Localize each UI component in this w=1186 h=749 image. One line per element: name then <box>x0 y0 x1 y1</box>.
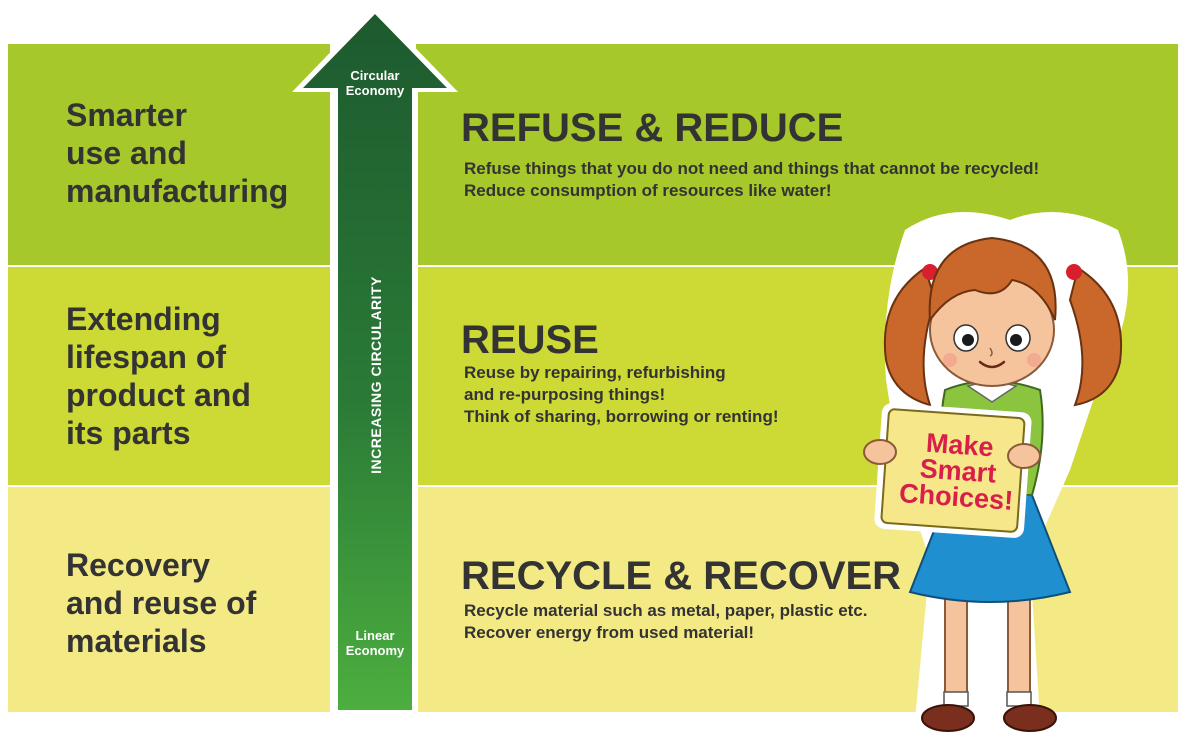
left-label-line: and reuse of <box>66 585 257 621</box>
left-label-line: its parts <box>66 415 191 451</box>
mouth <box>978 360 1006 369</box>
left-leg <box>944 584 968 701</box>
right-pupil <box>1010 334 1022 346</box>
left-label-line: Recovery <box>66 547 211 583</box>
left-shoe <box>921 704 975 732</box>
arrow-bottom-label-line: Linear <box>355 628 395 643</box>
left-label-line: product and <box>66 377 251 413</box>
tier-2-left-label: Extending lifespan of product and its pa… <box>66 300 316 452</box>
left-label-line: manufacturing <box>66 173 289 209</box>
arrow-bottom-label: Linear Economy <box>336 628 414 658</box>
left-pupil <box>962 334 974 346</box>
right-shoe <box>1003 704 1057 732</box>
arrow-top-label-line: Circular <box>350 68 400 83</box>
description-line: Refuse things that you do not need and t… <box>464 159 1040 178</box>
description-line: Think of sharing, borrowing or renting! <box>464 407 779 426</box>
sign-text: Make Smart Choices! <box>885 427 1030 516</box>
description-line: Reuse by repairing, refurbishing <box>464 363 726 382</box>
arrow-bottom-label-line: Economy <box>345 643 405 658</box>
tier-1-description: Refuse things that you do not need and t… <box>464 158 1039 202</box>
description-line: Reduce consumption of resources like wat… <box>464 181 832 200</box>
description-line: and re-purposing things! <box>464 385 666 404</box>
left-sock <box>943 691 969 707</box>
left-pigtail <box>883 266 937 407</box>
right-hair-tie <box>1066 264 1082 280</box>
tier-2-description: Reuse by repairing, refurbishing and re-… <box>464 362 778 428</box>
left-cheek <box>943 353 957 367</box>
left-label-line: Smarter <box>66 97 187 133</box>
left-hair-tie <box>922 264 938 280</box>
arrow-top-label: Circular Economy <box>336 68 414 98</box>
right-cheek <box>1027 353 1041 367</box>
description-line: Recover energy from used material! <box>464 623 755 642</box>
tier-right-cell <box>416 487 1178 712</box>
tier-3-left-label: Recovery and reuse of materials <box>66 546 316 660</box>
tier-band-recycle-recover <box>0 487 1186 712</box>
hair <box>928 236 1057 323</box>
right-hand <box>1007 443 1041 469</box>
tier-2-heading: REUSE <box>461 318 599 362</box>
tier-left-cell <box>8 44 330 265</box>
arrow-fill <box>303 14 447 710</box>
tier-3-heading: RECYCLE & RECOVER <box>461 554 902 598</box>
left-hand <box>863 439 897 465</box>
nose <box>989 347 993 357</box>
tier-1-left-label: Smarter use and manufacturing <box>66 96 316 210</box>
smart-choices-sign <box>874 403 1032 538</box>
arrow-top-label-line: Economy <box>345 83 405 98</box>
left-label-line: materials <box>66 623 207 659</box>
left-label-line: lifespan of <box>66 339 227 375</box>
left-label-line: use and <box>66 135 187 171</box>
right-pigtail <box>1068 266 1122 407</box>
description-line: Recycle material such as metal, paper, p… <box>464 601 868 620</box>
tier-left-cell <box>8 487 330 712</box>
tier-3-description: Recycle material such as metal, paper, p… <box>464 600 867 644</box>
left-label-line: Extending <box>66 301 221 337</box>
right-sock <box>1006 691 1032 707</box>
tier-left-cell <box>8 267 330 485</box>
tier-1-heading: REFUSE & REDUCE <box>461 106 844 150</box>
